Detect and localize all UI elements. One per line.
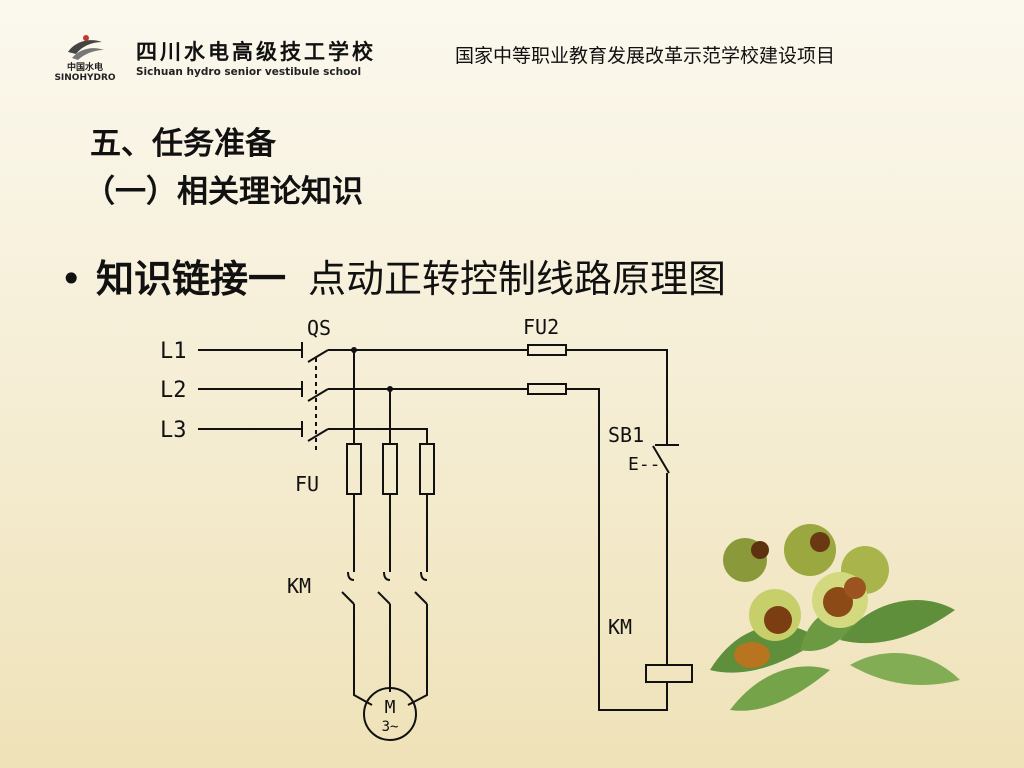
label-fu: FU	[295, 472, 319, 496]
sinohydro-logo: 中国水电 SINOHYDRO	[50, 32, 120, 84]
label-sb1-mark: E--	[628, 454, 661, 475]
bullet-dot: •	[60, 257, 83, 301]
chestnut-decoration-icon	[710, 524, 960, 711]
circuit-diagram: L1 L2 L3 QS FU FU2 SB1 E-- KM KM M 3~	[160, 315, 693, 741]
label-km-coil: KM	[608, 615, 632, 639]
logo-caption-bottom: SINOHYDRO	[54, 73, 116, 83]
project-title: 国家中等职业教育发展改革示范学校建设项目	[455, 45, 836, 67]
bullet-text: 点动正转控制线路原理图	[308, 257, 727, 301]
fuse-fu2-bottom	[527, 383, 567, 395]
fuse-fu-1	[346, 443, 362, 495]
section-heading: 五、任务准备	[90, 126, 276, 162]
label-motor-phase: 3~	[382, 719, 399, 735]
school-name-cn: 四川水电高级技工学校	[136, 40, 376, 64]
fuse-fu-3	[419, 443, 435, 495]
label-motor-m: M	[385, 697, 396, 718]
school-name-en: Sichuan hydro senior vestibule school	[136, 66, 362, 78]
bullet-item: • 知识链接一点动正转控制线路原理图	[60, 248, 726, 303]
label-sb1: SB1	[608, 423, 644, 447]
fuse-fu-2	[382, 443, 398, 495]
label-km-main: KM	[287, 574, 311, 598]
logo-caption-top: 中国水电	[66, 63, 103, 73]
label-fu2: FU2	[523, 315, 559, 339]
label-l3: L3	[160, 418, 187, 443]
slide-header: 中国水电 SINOHYDRO 四川水电高级技工学校 Sichuan hydro …	[0, 0, 1024, 100]
label-qs: QS	[307, 316, 331, 340]
label-l2: L2	[160, 378, 187, 403]
sinohydro-logo-icon	[68, 35, 104, 60]
km-coil	[645, 664, 693, 683]
motor-symbol	[363, 687, 417, 741]
subsection-heading: （一）相关理论知识	[84, 174, 363, 210]
label-l1: L1	[160, 339, 187, 364]
fuse-fu2-top	[527, 344, 567, 356]
bullet-strong-text: 知识链接一	[96, 256, 287, 301]
